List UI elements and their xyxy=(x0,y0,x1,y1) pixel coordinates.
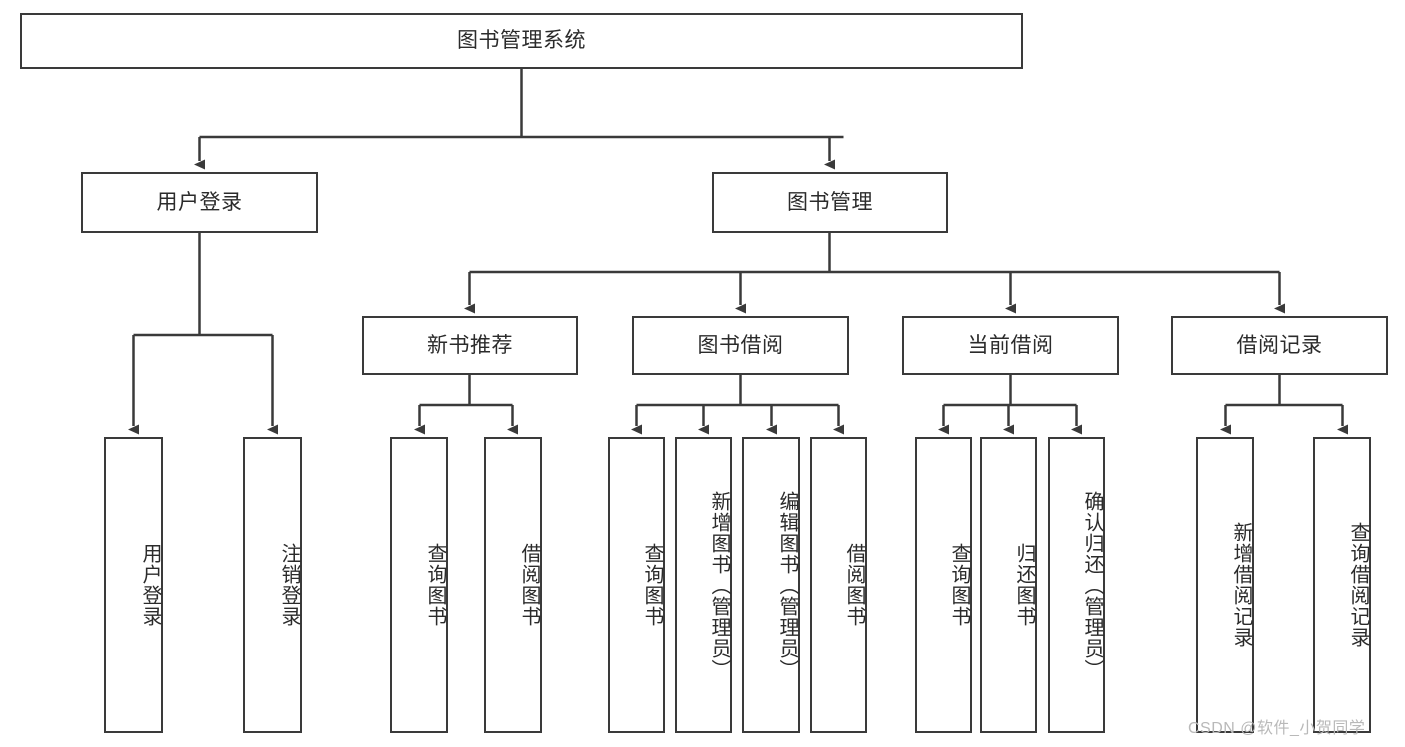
leaf-query-books-current[interactable]: 查询图书 xyxy=(915,437,972,733)
leaf-add-book-admin[interactable]: 新增图书（管理员） xyxy=(675,437,732,733)
leaf-query-borrow-record[interactable]: 查询借阅记录 xyxy=(1313,437,1371,733)
leaf-query-books-borrow[interactable]: 查询图书 xyxy=(608,437,665,733)
node-root[interactable]: 图书管理系统 xyxy=(20,13,1023,69)
watermark: CSDN @软件_小贺同学 xyxy=(1188,720,1366,737)
node-user-login[interactable]: 用户登录 xyxy=(81,172,318,233)
leaf-borrow-books-newbook[interactable]: 借阅图书 xyxy=(484,437,542,733)
node-book-borrow[interactable]: 图书借阅 xyxy=(632,316,849,375)
leaf-return-books[interactable]: 归还图书 xyxy=(980,437,1037,733)
leaf-confirm-return-admin[interactable]: 确认归还（管理员） xyxy=(1048,437,1105,733)
node-borrow-record[interactable]: 借阅记录 xyxy=(1171,316,1388,375)
node-book-management[interactable]: 图书管理 xyxy=(712,172,948,233)
leaf-query-books-newbook[interactable]: 查询图书 xyxy=(390,437,448,733)
node-new-book-recommend[interactable]: 新书推荐 xyxy=(362,316,578,375)
leaf-edit-book-admin[interactable]: 编辑图书（管理员） xyxy=(742,437,800,733)
leaf-user-login[interactable]: 用户登录 xyxy=(104,437,163,733)
leaf-borrow-books-borrow[interactable]: 借阅图书 xyxy=(810,437,867,733)
leaf-logout-login[interactable]: 注销登录 xyxy=(243,437,302,733)
node-current-borrow[interactable]: 当前借阅 xyxy=(902,316,1119,375)
leaf-add-borrow-record[interactable]: 新增借阅记录 xyxy=(1196,437,1254,733)
